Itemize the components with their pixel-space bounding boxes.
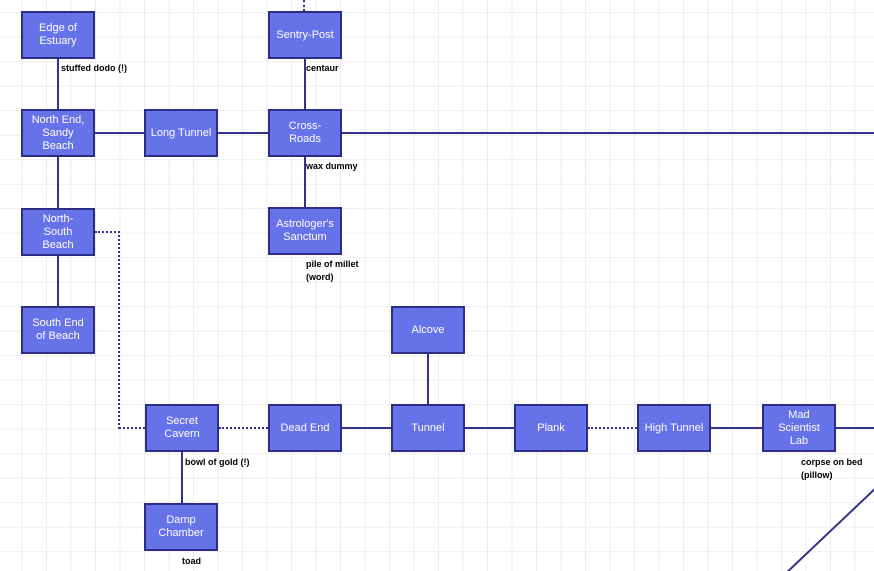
room-label: Plank	[537, 421, 565, 434]
connector-madlab-east	[836, 427, 874, 429]
room-south-end-of-beach[interactable]: South End of Beach	[21, 306, 95, 354]
room-label: Tunnel	[411, 421, 445, 434]
room-edge-of-estuary[interactable]: Edge of Estuary	[21, 11, 95, 59]
connector-longtunnel-crossroads	[218, 132, 268, 134]
room-label: South End of Beach	[32, 317, 84, 342]
room-label: Mad Scientist Lab	[778, 408, 820, 447]
room-label: Edge of Estuary	[39, 22, 77, 47]
room-label: Dead End	[280, 421, 330, 434]
connector-crossroads-east	[342, 132, 874, 134]
connector-dotted-top-sentry	[303, 0, 305, 11]
room-label: High Tunnel	[644, 421, 704, 434]
room-label: Damp Chamber	[158, 514, 204, 539]
room-high-tunnel[interactable]: High Tunnel	[637, 404, 711, 452]
connector-dotted-nsbeach-down	[118, 231, 120, 429]
connector-tunnel-plank	[465, 427, 514, 429]
connector-sentry-crossroads	[304, 59, 306, 109]
connector-deadend-tunnel	[342, 427, 391, 429]
room-label: Alcove	[411, 323, 445, 336]
room-sentry-post[interactable]: Sentry-Post	[268, 11, 342, 59]
connector-dotted-nsbeach-out	[95, 231, 120, 233]
room-label: Cross- Roads	[288, 120, 322, 145]
connector-estuary-northend	[57, 59, 59, 109]
connector-crossroads-sanctum	[304, 157, 306, 207]
room-astrologers-sanctum[interactable]: Astrologer's Sanctum	[268, 207, 342, 255]
room-tunnel[interactable]: Tunnel	[391, 404, 465, 452]
item-label-pile-of-millet: pile of millet (word)	[306, 259, 359, 282]
connector-cavern-dampchamber	[181, 452, 183, 503]
connector-northend-longtunnel	[95, 132, 144, 134]
room-alcove[interactable]: Alcove	[391, 306, 465, 354]
connector-northend-nsbeach	[57, 157, 59, 208]
connector-dotted-into-cavern	[119, 427, 145, 429]
room-label: Astrologer's Sanctum	[276, 218, 334, 243]
room-damp-chamber[interactable]: Damp Chamber	[144, 503, 218, 551]
room-plank[interactable]: Plank	[514, 404, 588, 452]
room-label: Long Tunnel	[150, 126, 212, 139]
room-north-end-sandy-beach[interactable]: North End, Sandy Beach	[21, 109, 95, 157]
room-label: North- South Beach	[42, 212, 74, 251]
item-label-toad: toad	[182, 556, 201, 566]
room-label: Secret Cavern	[164, 415, 200, 440]
item-label-wax-dummy: wax dummy	[306, 161, 358, 171]
item-label-stuffed-dodo: stuffed dodo (!)	[61, 63, 127, 73]
item-label-corpse-on-bed: corpse on bed (pillow)	[801, 457, 863, 480]
connector-dotted-cavern-deadend	[219, 427, 268, 429]
connector-alcove-tunnel	[427, 354, 429, 404]
connector-hightunnel-madlab	[711, 427, 762, 429]
connector-nsbeach-southend	[57, 256, 59, 306]
room-label: North End, Sandy Beach	[31, 113, 85, 152]
room-dead-end[interactable]: Dead End	[268, 404, 342, 452]
connector-dotted-plank-hightunnel	[588, 427, 637, 429]
room-north-south-beach[interactable]: North- South Beach	[21, 208, 95, 256]
room-secret-cavern[interactable]: Secret Cavern	[145, 404, 219, 452]
room-label: Sentry-Post	[276, 28, 334, 41]
item-label-centaur: centaur	[306, 63, 339, 73]
item-label-bowl-of-gold: bowl of gold (!)	[185, 457, 250, 467]
room-long-tunnel[interactable]: Long Tunnel	[144, 109, 218, 157]
room-mad-scientist-lab[interactable]: Mad Scientist Lab	[762, 404, 836, 452]
room-cross-roads[interactable]: Cross- Roads	[268, 109, 342, 157]
